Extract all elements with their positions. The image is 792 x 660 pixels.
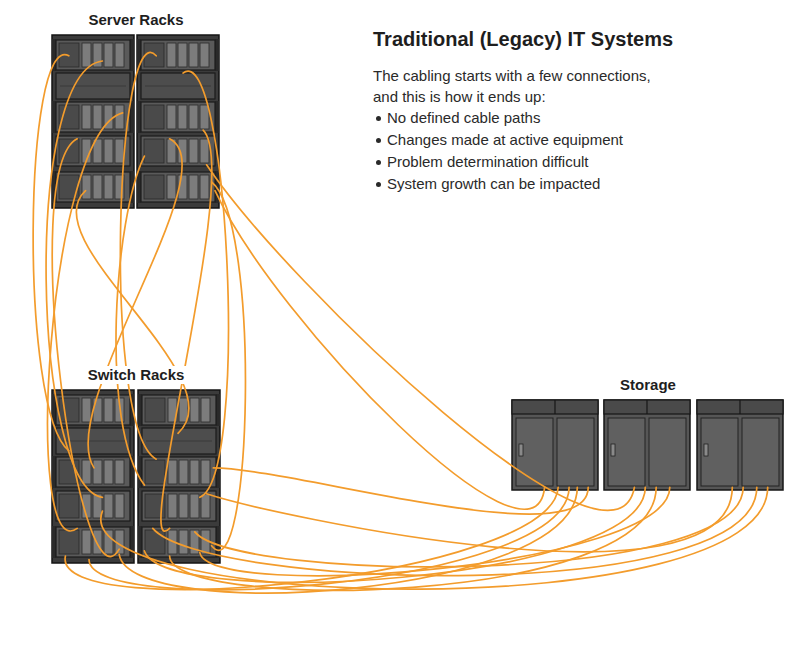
bullet-item: No defined cable paths <box>373 107 773 129</box>
bullet-text: Changes made at active equipment <box>387 129 623 151</box>
bullet-dot <box>376 182 381 187</box>
text-panel: Traditional (Legacy) IT SystemsThe cabli… <box>373 27 773 195</box>
intro-note: The cabling starts with a few connection… <box>373 65 673 107</box>
bullet-item: Problem determination difficult <box>373 151 773 173</box>
cable <box>101 487 768 589</box>
cable <box>215 191 545 510</box>
cable <box>76 191 189 434</box>
cable <box>46 61 102 497</box>
group-heading: Server Racks <box>85 11 186 29</box>
cable <box>88 139 182 468</box>
bullet-dot <box>376 138 381 143</box>
cable <box>116 156 144 485</box>
cable <box>120 52 156 459</box>
group-heading: Storage <box>617 376 679 394</box>
bullet-item: System growth can be impacted <box>373 173 773 195</box>
storage-cabinet <box>697 400 783 490</box>
bullet-item: Changes made at active equipment <box>373 129 773 151</box>
cable <box>161 130 212 531</box>
cable-bundle <box>65 468 768 593</box>
cable <box>207 165 635 511</box>
bullet-dot <box>376 160 381 165</box>
bullet-text: System growth can be impacted <box>387 173 600 195</box>
storage-cabinet <box>604 400 690 490</box>
server-rack <box>137 35 219 208</box>
bullet-text: No defined cable paths <box>387 107 540 129</box>
cable <box>52 139 119 557</box>
group-heading: Switch Racks <box>85 366 188 384</box>
cable <box>200 487 670 575</box>
cable-bundle <box>207 165 635 511</box>
bullet-text: Problem determination difficult <box>387 151 589 173</box>
equipment-group: Switch Racks <box>52 390 220 563</box>
diagram-title: Traditional (Legacy) IT Systems <box>373 27 773 51</box>
cable <box>207 487 733 551</box>
switch-rack <box>138 390 220 563</box>
cable-bundle <box>33 52 245 556</box>
equipment-group: Server Racks <box>52 35 220 208</box>
cable <box>119 487 577 593</box>
equipment-group: Storage <box>512 400 784 490</box>
bullet-dot <box>376 116 381 121</box>
storage-cabinet <box>512 400 598 490</box>
